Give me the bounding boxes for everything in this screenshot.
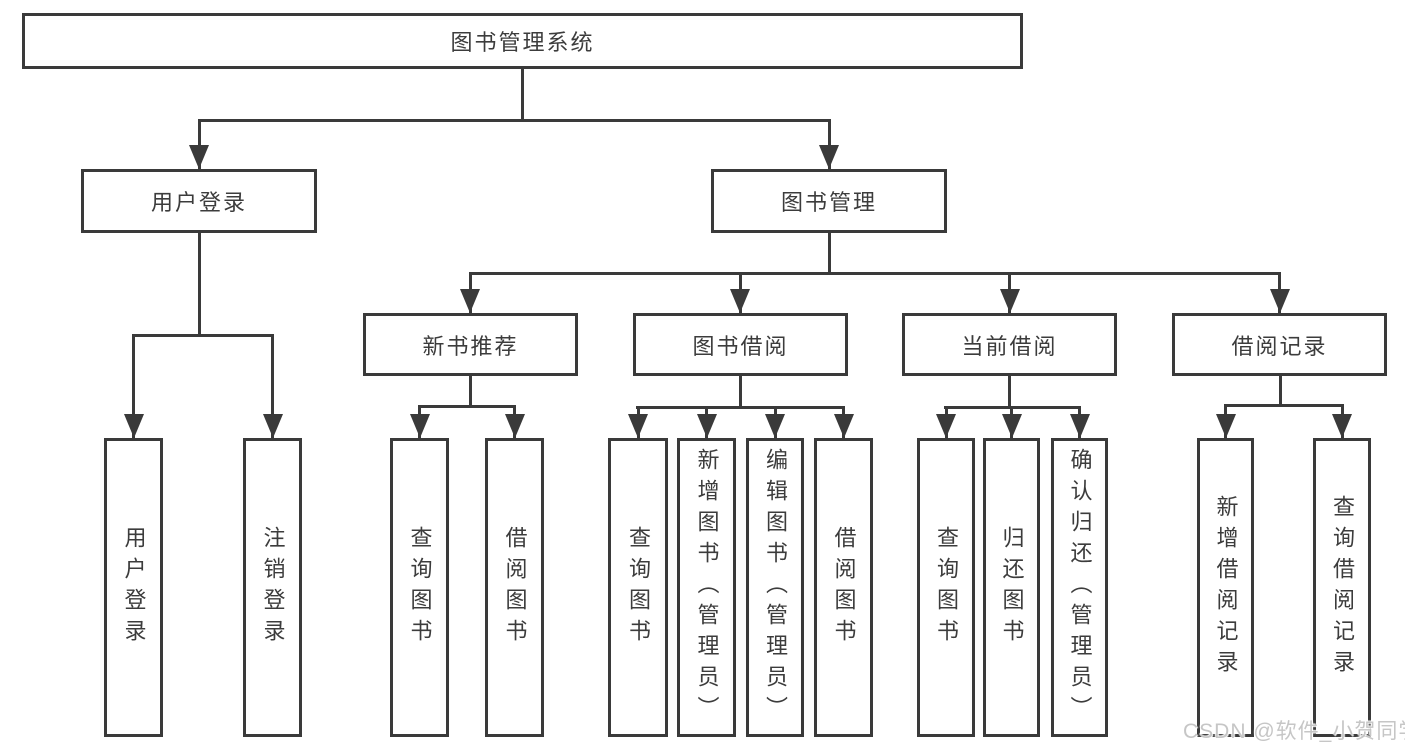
connector-hline bbox=[132, 334, 274, 337]
leaf-user-login: 用户登录 bbox=[104, 438, 163, 737]
arrow-down-icon bbox=[1216, 414, 1236, 438]
leaf-query-books-recommend: 查询图书 bbox=[390, 438, 449, 737]
arrow-down-icon bbox=[697, 414, 717, 438]
node-label: 新书推荐 bbox=[422, 333, 519, 359]
arrow-down-icon bbox=[1000, 289, 1020, 313]
arrow-down-icon bbox=[460, 289, 480, 313]
arrow-down-icon bbox=[834, 414, 854, 438]
connector-vline bbox=[828, 233, 831, 275]
watermark: CSDN @软件_小贺同学 bbox=[1183, 720, 1405, 743]
connector-vline bbox=[198, 119, 201, 169]
node-label: 查询图书 bbox=[407, 525, 433, 650]
node-borrowing-records: 借阅记录 bbox=[1172, 313, 1387, 376]
connector-hline bbox=[1224, 404, 1343, 407]
connector-hline bbox=[198, 119, 831, 122]
node-label: 借阅图书 bbox=[502, 525, 528, 650]
node-label: 查询借阅记录 bbox=[1330, 494, 1355, 681]
node-label: 图书借阅 bbox=[692, 333, 789, 359]
node-book-management: 图书管理 bbox=[711, 169, 947, 233]
node-book-borrowing: 图书借阅 bbox=[633, 313, 848, 376]
connector-vline bbox=[132, 334, 135, 438]
connector-hline bbox=[418, 405, 516, 408]
leaf-query-books-current: 查询图书 bbox=[917, 438, 975, 737]
connector-vline bbox=[521, 69, 524, 122]
node-label: 图书管理系统 bbox=[450, 30, 595, 55]
arrow-down-icon bbox=[189, 145, 209, 169]
node-root-library-management-system: 图书管理系统 bbox=[22, 13, 1023, 69]
leaf-confirm-return-admin: 确认归还（管理员） bbox=[1051, 438, 1108, 737]
node-label: 注销登录 bbox=[260, 525, 286, 650]
leaf-return-books: 归还图书 bbox=[983, 438, 1040, 737]
node-label: 当前借阅 bbox=[961, 333, 1058, 359]
arrow-down-icon bbox=[819, 145, 839, 169]
connector-vline bbox=[828, 119, 831, 169]
connector-vline bbox=[1008, 376, 1011, 409]
leaf-borrow-books-recommend: 借阅图书 bbox=[485, 438, 544, 737]
node-label: 借阅图书 bbox=[831, 525, 857, 650]
node-label: 用户登录 bbox=[121, 525, 147, 650]
arrow-down-icon bbox=[1070, 414, 1090, 438]
leaf-edit-books-admin: 编辑图书（管理员） bbox=[746, 438, 804, 737]
arrow-down-icon bbox=[505, 414, 525, 438]
arrow-down-icon bbox=[410, 414, 430, 438]
node-current-borrowing: 当前借阅 bbox=[902, 313, 1117, 376]
leaf-borrow-books-borrowing: 借阅图书 bbox=[814, 438, 873, 737]
node-label: 用户登录 bbox=[150, 190, 247, 215]
connector-vline bbox=[739, 376, 742, 409]
connector-vline bbox=[198, 233, 201, 337]
node-label: 归还图书 bbox=[999, 525, 1025, 650]
node-label: 图书管理 bbox=[780, 190, 877, 215]
arrow-down-icon bbox=[1270, 289, 1290, 313]
node-label: 查询图书 bbox=[626, 525, 651, 650]
arrow-down-icon bbox=[1332, 414, 1352, 438]
node-label: 编辑图书（管理员） bbox=[763, 448, 788, 727]
arrow-down-icon bbox=[765, 414, 785, 438]
node-label: 借阅记录 bbox=[1231, 333, 1328, 359]
node-label: 查询图书 bbox=[934, 525, 959, 650]
arrow-down-icon bbox=[263, 414, 283, 438]
node-new-book-recommendation: 新书推荐 bbox=[363, 313, 578, 376]
arrow-down-icon bbox=[628, 414, 648, 438]
arrow-down-icon bbox=[1002, 414, 1022, 438]
node-user-login: 用户登录 bbox=[81, 169, 317, 233]
arrow-down-icon bbox=[936, 414, 956, 438]
leaf-add-books-admin: 新增图书（管理员） bbox=[677, 438, 736, 737]
connector-vline bbox=[469, 376, 472, 408]
arrow-down-icon bbox=[124, 414, 144, 438]
connector-vline bbox=[1279, 376, 1282, 407]
node-label: 新增图书（管理员） bbox=[694, 448, 720, 727]
connector-hline bbox=[469, 272, 1281, 275]
arrow-down-icon bbox=[730, 289, 750, 313]
leaf-query-borrow-record: 查询借阅记录 bbox=[1313, 438, 1371, 737]
leaf-logout: 注销登录 bbox=[243, 438, 302, 737]
node-label: 新增借阅记录 bbox=[1213, 494, 1239, 681]
connector-vline bbox=[271, 334, 274, 438]
leaf-add-borrow-record: 新增借阅记录 bbox=[1197, 438, 1254, 737]
leaf-query-books-borrowing: 查询图书 bbox=[608, 438, 668, 737]
node-label: 确认归还（管理员） bbox=[1067, 448, 1093, 727]
connector-hline bbox=[636, 406, 845, 409]
